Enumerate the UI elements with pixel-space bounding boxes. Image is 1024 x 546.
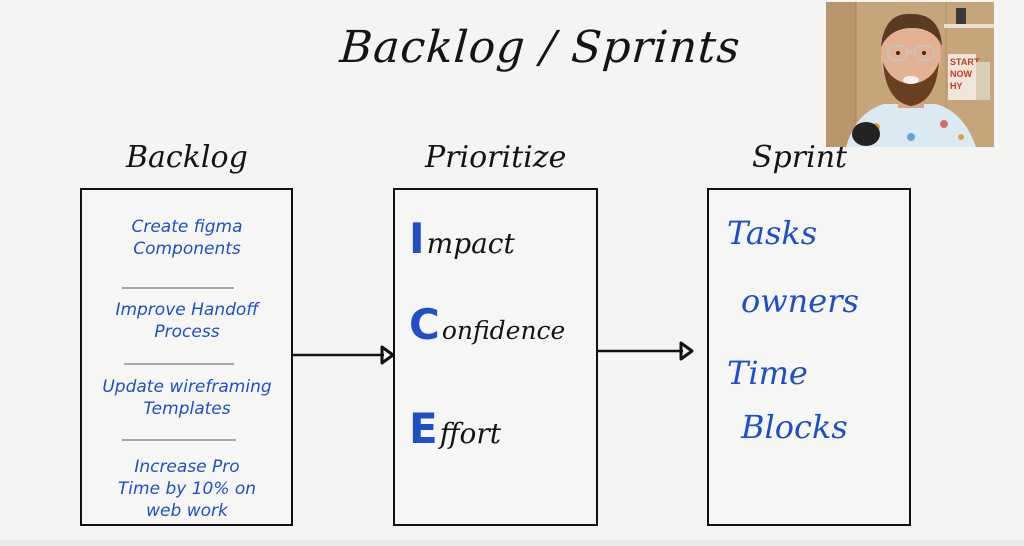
diagram-title: Backlog / Sprints: [338, 22, 743, 73]
backlog-item-line: Create figma: [131, 217, 243, 237]
backlog-item-line: Increase Pro: [134, 457, 240, 477]
backlog-heading: Backlog: [126, 140, 248, 175]
arrow-prioritize-to-sprint: [597, 341, 694, 361]
ice-word: onfidence: [441, 316, 566, 345]
sprint-item-owners: owners: [741, 282, 859, 320]
arrow-backlog-to-prioritize: [292, 345, 395, 365]
sprint-item-blocks: Blocks: [741, 408, 848, 446]
ice-word: mpact: [426, 227, 515, 260]
ice-word: ffort: [439, 417, 502, 450]
ice-letter: C: [409, 300, 440, 349]
bottom-edge: [0, 540, 1024, 546]
prioritize-heading: Prioritize: [425, 140, 567, 175]
backlog-item-line: Update wireframing: [102, 377, 272, 397]
backlog-item: Update wireframing Templates: [82, 376, 292, 420]
backlog-box: Create figma Components Improve Handoff …: [80, 188, 293, 526]
backlog-item: Improve Handoff Process: [82, 299, 292, 343]
separator-line: [124, 363, 234, 365]
sprint-item-time: Time: [727, 354, 808, 392]
ice-row-impact: Impact: [409, 214, 515, 263]
sprint-box: Tasks owners Time Blocks: [707, 188, 911, 526]
backlog-item-line: Process: [154, 322, 220, 342]
ice-letter: I: [409, 214, 425, 263]
ice-row-effort: Effort: [409, 404, 501, 453]
poster-text: START: [950, 57, 980, 67]
backlog-item-line: Components: [133, 239, 241, 259]
ice-letter: E: [409, 404, 438, 453]
backlog-item: Increase Pro Time by 10% on web work: [82, 456, 292, 522]
backlog-item-line: Templates: [143, 399, 231, 419]
presenter-avatar: START NOW HY: [826, 2, 994, 147]
prioritize-box: Impact Confidence Effort: [393, 188, 598, 526]
ice-row-confidence: Confidence: [409, 300, 565, 349]
separator-line: [122, 439, 236, 441]
separator-line: [122, 287, 234, 289]
backlog-item-line: Improve Handoff: [115, 300, 259, 320]
sprint-item-tasks: Tasks: [727, 214, 818, 252]
poster-text: NOW: [950, 69, 973, 79]
poster-text: HY: [950, 81, 963, 91]
backlog-item-line: web work: [146, 501, 228, 521]
backlog-item-line: Time by 10% on: [117, 479, 257, 499]
presenter-webcam: START NOW HY: [826, 2, 994, 147]
backlog-item: Create figma Components: [82, 216, 292, 260]
